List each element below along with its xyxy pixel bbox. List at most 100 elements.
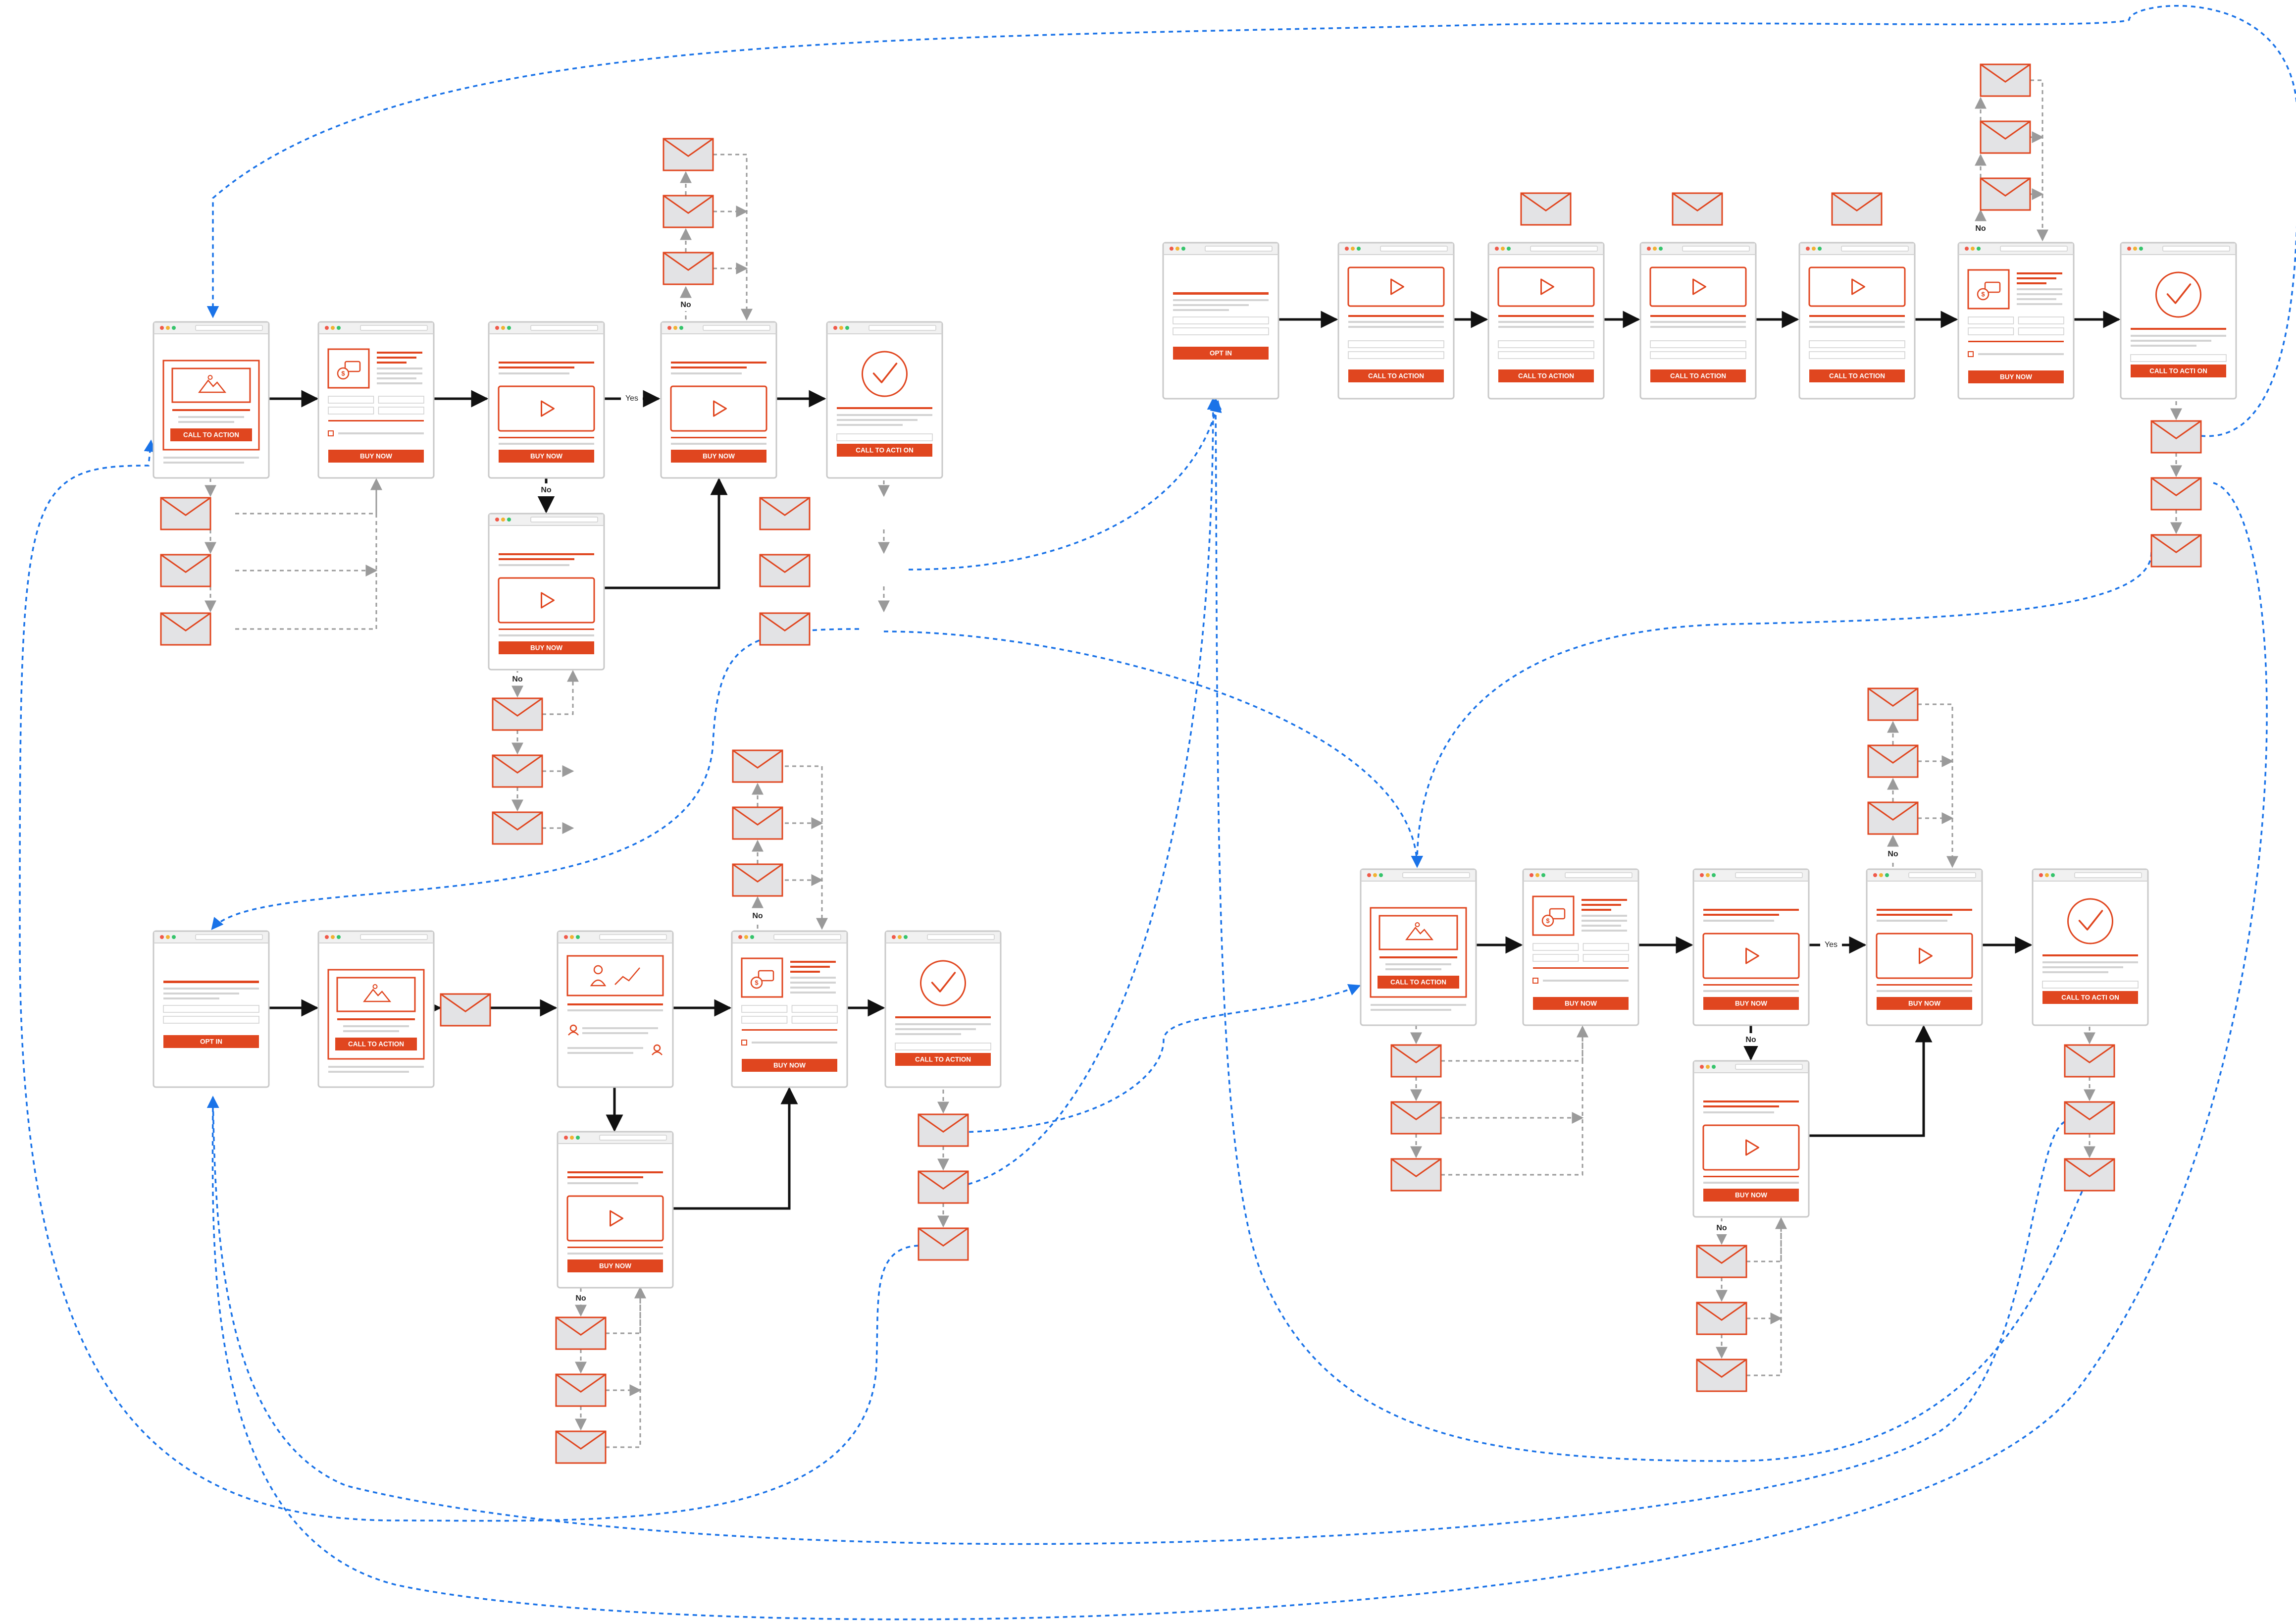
- page-button[interactable]: [499, 641, 594, 654]
- page-button[interactable]: [1173, 347, 1269, 360]
- email-envelope-icon[interactable]: [555, 1373, 607, 1407]
- form-field[interactable]: [791, 1005, 838, 1013]
- email-envelope-icon[interactable]: [160, 497, 211, 530]
- checkbox[interactable]: [328, 430, 334, 436]
- email-envelope-icon[interactable]: [555, 1430, 607, 1464]
- email-envelope-icon[interactable]: [2150, 534, 2202, 568]
- email-envelope-icon[interactable]: [1390, 1158, 1442, 1192]
- form-field[interactable]: [1582, 943, 1629, 951]
- form-field[interactable]: [328, 407, 374, 415]
- form-field[interactable]: [328, 396, 374, 404]
- form-field[interactable]: [1809, 340, 1905, 348]
- email-envelope-icon[interactable]: [492, 811, 543, 845]
- email-envelope-icon[interactable]: [1867, 801, 1919, 835]
- form-field[interactable]: [1348, 340, 1444, 348]
- email-envelope-icon[interactable]: [492, 754, 543, 788]
- email-envelope-icon[interactable]: [1980, 177, 2031, 211]
- email-envelope-icon[interactable]: [759, 612, 811, 646]
- page-button[interactable]: [2042, 991, 2138, 1004]
- email-envelope-icon[interactable]: [663, 138, 714, 171]
- email-envelope-icon[interactable]: [918, 1113, 969, 1147]
- email-envelope-icon[interactable]: [2064, 1044, 2115, 1078]
- page-button[interactable]: [742, 1059, 837, 1072]
- page-button[interactable]: [1498, 369, 1594, 382]
- page-button[interactable]: [335, 1038, 417, 1050]
- page-button[interactable]: [671, 450, 766, 463]
- checkbox[interactable]: [1532, 978, 1538, 984]
- form-field[interactable]: [741, 1005, 788, 1013]
- checkbox[interactable]: [741, 1040, 747, 1046]
- email-envelope-icon[interactable]: [1696, 1359, 1747, 1392]
- email-envelope-icon[interactable]: [918, 1170, 969, 1204]
- page-button[interactable]: [1348, 369, 1444, 382]
- page-button[interactable]: [2131, 365, 2226, 377]
- email-envelope-icon[interactable]: [2064, 1101, 2115, 1135]
- form-field[interactable]: [1173, 327, 1269, 335]
- form-field[interactable]: [1968, 327, 2014, 335]
- page-button[interactable]: [1968, 370, 2064, 383]
- email-envelope-icon[interactable]: [663, 252, 714, 285]
- form-field[interactable]: [378, 396, 424, 404]
- email-envelope-icon[interactable]: [759, 554, 811, 587]
- form-field[interactable]: [163, 1016, 259, 1024]
- email-envelope-icon[interactable]: [759, 497, 811, 530]
- email-envelope-icon[interactable]: [1390, 1101, 1442, 1135]
- form-field[interactable]: [163, 1005, 259, 1013]
- form-field[interactable]: [2018, 327, 2064, 335]
- page-button[interactable]: [499, 450, 594, 463]
- page-button[interactable]: [1650, 369, 1746, 382]
- form-field[interactable]: [1532, 943, 1579, 951]
- page-button[interactable]: [328, 450, 424, 463]
- form-field[interactable]: [1582, 954, 1629, 962]
- form-field[interactable]: [1498, 340, 1594, 348]
- email-envelope-icon[interactable]: [1696, 1245, 1747, 1278]
- form-field[interactable]: [1968, 316, 2014, 324]
- page-button[interactable]: [1703, 1189, 1799, 1202]
- email-envelope-icon[interactable]: [2064, 1158, 2115, 1192]
- email-envelope-icon[interactable]: [1980, 120, 2031, 154]
- email-envelope-icon[interactable]: [732, 863, 783, 897]
- page-button[interactable]: [1533, 997, 1629, 1010]
- email-envelope-icon[interactable]: [1867, 687, 1919, 721]
- email-envelope-icon[interactable]: [732, 806, 783, 840]
- form-field[interactable]: [2018, 316, 2064, 324]
- email-envelope-icon[interactable]: [2150, 420, 2202, 454]
- page-button[interactable]: [1809, 369, 1905, 382]
- form-field[interactable]: [741, 1016, 788, 1024]
- page-button[interactable]: [837, 444, 932, 457]
- email-envelope-icon[interactable]: [160, 612, 211, 646]
- form-field[interactable]: [1348, 351, 1444, 359]
- page-button[interactable]: [1378, 976, 1459, 989]
- checkbox[interactable]: [1968, 351, 1974, 357]
- form-field[interactable]: [1498, 351, 1594, 359]
- email-envelope-icon[interactable]: [160, 554, 211, 587]
- page-button[interactable]: [567, 1259, 663, 1272]
- email-envelope-icon[interactable]: [918, 1227, 969, 1261]
- form-field[interactable]: [791, 1016, 838, 1024]
- email-envelope-icon[interactable]: [1831, 192, 1883, 226]
- email-envelope-icon[interactable]: [440, 993, 491, 1027]
- page-button[interactable]: [1877, 997, 1972, 1010]
- form-field[interactable]: [1532, 954, 1579, 962]
- email-envelope-icon[interactable]: [1520, 192, 1572, 226]
- email-envelope-icon[interactable]: [732, 749, 783, 783]
- page-button[interactable]: [163, 1035, 259, 1048]
- email-envelope-icon[interactable]: [663, 195, 714, 228]
- form-field[interactable]: [1650, 351, 1746, 359]
- page-button[interactable]: [1703, 997, 1799, 1010]
- email-envelope-icon[interactable]: [492, 697, 543, 731]
- page-button[interactable]: [170, 428, 252, 441]
- email-envelope-icon[interactable]: [1867, 744, 1919, 778]
- page-button[interactable]: [895, 1053, 991, 1066]
- email-envelope-icon[interactable]: [1696, 1302, 1747, 1335]
- email-envelope-icon[interactable]: [1980, 63, 2031, 97]
- form-field[interactable]: [1173, 316, 1269, 324]
- email-envelope-icon[interactable]: [555, 1316, 607, 1350]
- form-field[interactable]: [378, 407, 424, 415]
- email-envelope-icon[interactable]: [1672, 192, 1723, 226]
- form-field[interactable]: [1809, 351, 1905, 359]
- email-envelope-icon[interactable]: [2150, 477, 2202, 511]
- funnel-page-d5-video-upsell: BUY NOW: [1866, 868, 1983, 1026]
- form-field[interactable]: [1650, 340, 1746, 348]
- email-envelope-icon[interactable]: [1390, 1044, 1442, 1078]
